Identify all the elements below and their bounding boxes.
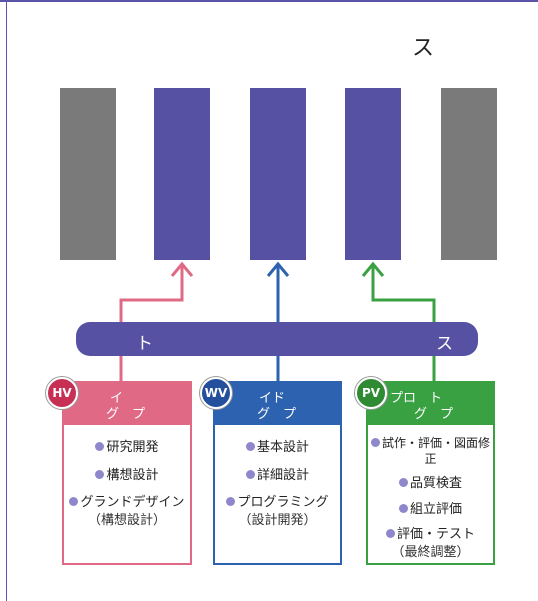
arrow-wv <box>266 261 290 277</box>
bullet-icon <box>95 469 105 479</box>
group-box-hv: イ グ プ 研究開発 構想設計 グランドデザイン（構想設計） <box>62 381 192 565</box>
group-header-wv: イド グ プ <box>215 383 340 425</box>
hv-badge: HV <box>46 377 78 409</box>
group-box-pv: プロ ト グ プ 試作・評価・図面修正 品質検査 組立評価 評価・テスト（最終調… <box>366 381 495 565</box>
item-note: （構想設計） <box>87 512 166 528</box>
pillar-3 <box>250 88 306 260</box>
bullet-icon <box>226 497 236 507</box>
list-item: 組立評価 <box>368 501 493 519</box>
pv-badge: PV <box>355 377 387 409</box>
group-header-pv: プロ ト グ プ <box>368 383 493 425</box>
group-items-wv: 基本設計 詳細設計 プログラミング（設計開発） <box>215 425 340 529</box>
group-title-hv: イ <box>110 391 124 406</box>
list-item: グランドデザイン（構想設計） <box>64 494 190 529</box>
arrow-hv <box>170 261 194 277</box>
group-subtitle-pv: グ プ <box>414 407 454 422</box>
item-note: （設計開発） <box>238 512 317 528</box>
list-item: 構想設計 <box>64 467 190 485</box>
bullet-icon <box>245 442 255 451</box>
shared-bus-bar: ト ス <box>76 322 478 356</box>
group-subtitle-wv: グ プ <box>257 407 297 422</box>
bullet-icon <box>245 469 255 479</box>
bullet-icon <box>385 529 395 539</box>
group-items-hv: 研究開発 構想設計 グランドデザイン（構想設計） <box>64 425 190 529</box>
list-item: プログラミング（設計開発） <box>215 494 340 529</box>
pillar-2 <box>154 88 210 260</box>
top-border <box>0 0 538 2</box>
group-title-wv: イド <box>259 391 286 406</box>
pillar-5 <box>441 88 497 260</box>
bus-left-label: ト <box>136 334 153 354</box>
bullet-icon <box>398 503 408 513</box>
pillar-4 <box>345 88 401 260</box>
bus-right-label: ス <box>436 334 453 354</box>
list-item: 試作・評価・図面修正 <box>368 435 493 467</box>
group-items-pv: 試作・評価・図面修正 品質検査 組立評価 評価・テスト（最終調整） <box>368 425 493 562</box>
bullet-icon <box>95 442 105 451</box>
list-item: 基本設計 <box>215 439 340 457</box>
header-label: ス <box>412 36 435 61</box>
bullet-icon <box>370 438 380 447</box>
list-item: 研究開発 <box>64 439 190 457</box>
group-title-pv: プロ ト <box>390 391 443 406</box>
wv-badge: WV <box>200 377 232 409</box>
arrow-pv <box>361 261 385 277</box>
item-note: （最終調整） <box>391 545 470 561</box>
group-box-wv: イド グ プ 基本設計 詳細設計 プログラミング（設計開発） <box>213 381 342 565</box>
group-subtitle-hv: グ プ <box>106 407 146 422</box>
bullet-icon <box>69 497 79 507</box>
list-item: 品質検査 <box>368 475 493 493</box>
list-item: 評価・テスト（最終調整） <box>368 526 493 561</box>
group-header-hv: イ グ プ <box>64 383 190 425</box>
bullet-icon <box>398 478 408 488</box>
pillar-1 <box>60 88 116 260</box>
list-item: 詳細設計 <box>215 467 340 485</box>
left-border <box>6 0 7 601</box>
